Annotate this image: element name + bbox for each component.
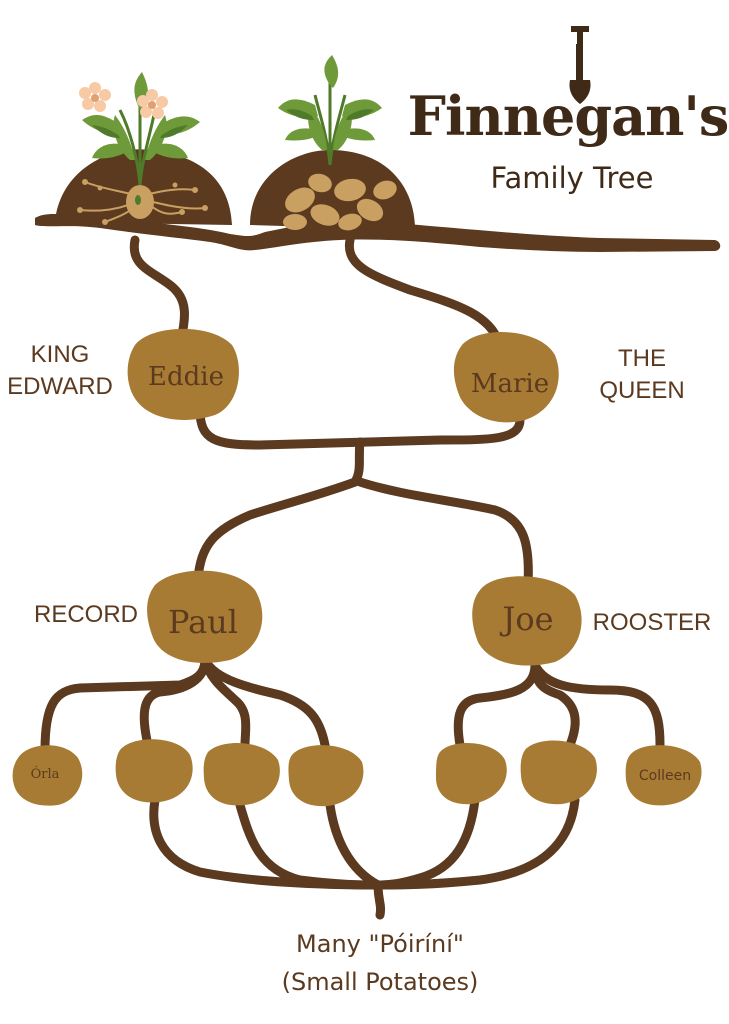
brand-subtitle: Family Tree bbox=[491, 161, 654, 195]
label-king: KING bbox=[31, 341, 90, 368]
label-rooster: ROOSTER bbox=[593, 609, 712, 636]
node-orla: Órla bbox=[12, 745, 83, 806]
label-record: RECORD bbox=[34, 601, 138, 628]
ground-line bbox=[35, 214, 721, 252]
node-colleen: Colleen bbox=[625, 745, 702, 806]
node-eddie-name: Eddie bbox=[148, 362, 224, 392]
node-paul: Paul bbox=[147, 570, 263, 663]
small-potato bbox=[203, 742, 280, 806]
label-queen: QUEEN bbox=[599, 377, 684, 404]
small-potato bbox=[115, 739, 193, 803]
small-potato bbox=[520, 740, 597, 805]
node-joe: Joe bbox=[472, 576, 582, 666]
footer-line-2: (Small Potatoes) bbox=[282, 968, 479, 996]
tree-connectors bbox=[40, 235, 665, 920]
plant-icon bbox=[278, 55, 382, 166]
node-marie-name: Marie bbox=[471, 369, 549, 399]
footer-line-1: Many "Póiríní" bbox=[296, 930, 464, 958]
label-the: THE bbox=[618, 345, 666, 372]
brand-title: Finnegan's bbox=[408, 84, 729, 148]
plant-icon bbox=[82, 72, 200, 186]
flower-icon bbox=[79, 82, 168, 119]
small-potato bbox=[436, 742, 507, 805]
shovel-icon bbox=[569, 26, 591, 104]
small-potato bbox=[288, 745, 364, 807]
node-orla-name: Órla bbox=[31, 765, 60, 782]
label-edward: EDWARD bbox=[7, 373, 113, 400]
node-joe-name: Joe bbox=[499, 600, 553, 638]
left-mound bbox=[55, 149, 232, 225]
right-mound bbox=[250, 150, 415, 231]
node-marie: Marie bbox=[453, 332, 559, 423]
node-paul-name: Paul bbox=[168, 603, 238, 641]
node-colleen-name: Colleen bbox=[639, 768, 691, 784]
node-eddie: Eddie bbox=[127, 328, 239, 420]
